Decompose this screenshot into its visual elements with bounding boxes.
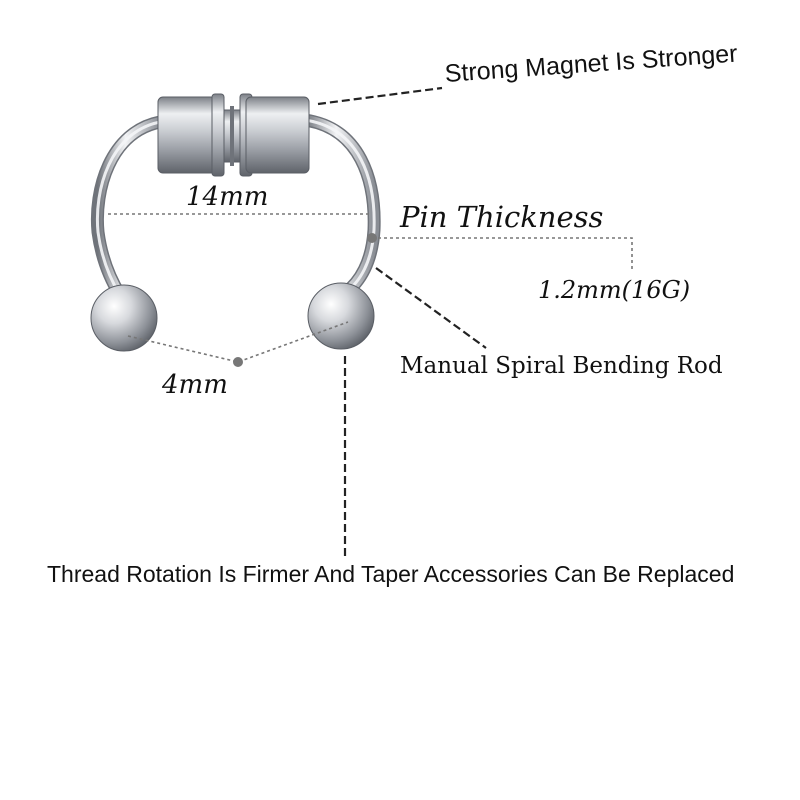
width-label: 14mm xyxy=(186,182,269,212)
dimension-lines xyxy=(108,213,633,363)
pin-thickness-label: Pin Thickness xyxy=(400,200,604,234)
rod-label: Manual Spiral Bending Rod xyxy=(400,353,723,379)
magnet-leader-line xyxy=(317,86,443,106)
ball-marker-dot xyxy=(233,357,243,367)
rod-leader-line xyxy=(375,267,487,349)
left-ball xyxy=(90,284,158,352)
leader-lines xyxy=(317,86,487,556)
right-ball xyxy=(307,282,375,350)
ball-size-label: 4mm xyxy=(162,370,228,400)
thread-label: Thread Rotation Is Firmer And Taper Acce… xyxy=(47,561,735,587)
pin-thickness-dimension-line xyxy=(372,237,633,272)
pin-marker-dot xyxy=(367,233,377,243)
horseshoe-rod xyxy=(90,113,381,302)
magnet-clasp xyxy=(157,93,310,177)
ball-dimension-line xyxy=(127,321,349,363)
gauge-label: 1.2mm(16G) xyxy=(538,276,691,304)
